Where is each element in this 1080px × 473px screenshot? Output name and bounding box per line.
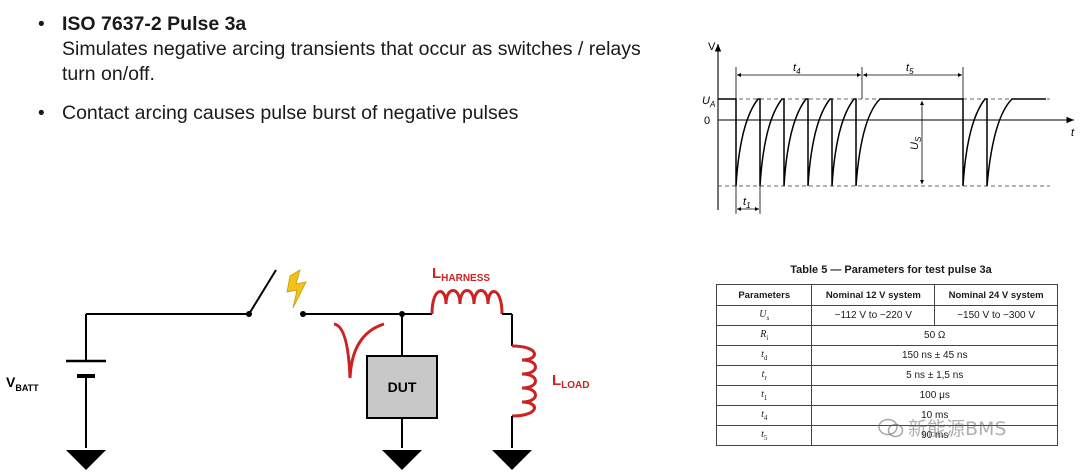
negative-pulse-icon [333,322,385,379]
t-axis-label: t [1071,127,1075,139]
harness-inductor [430,289,504,315]
ua-label: UA [702,95,715,109]
bullet-title: ISO 7637-2 Pulse 3a [62,13,247,35]
ground-icon [382,450,422,470]
dut-label: DUT [388,379,417,395]
t5-label: t5 [906,62,914,76]
table-header: Parameters [715,284,813,306]
t4-label: t4 [793,62,801,76]
table-header: Nominal 12 V system [811,284,936,306]
us-label: US [909,136,923,150]
ground-icon [66,450,106,470]
param-value: 50 Ω [811,325,1058,346]
bullet-text: Simulates negative arcing transients tha… [62,38,641,85]
bullet-list: • ISO 7637-2 Pulse 3a Simulates negative… [36,12,676,140]
bullet-item: • ISO 7637-2 Pulse 3a Simulates negative… [36,12,676,87]
table-row: Ri 50 Ω [715,325,1058,346]
dut-box [366,355,438,419]
param-value-12v: −112 V to −220 V [811,305,936,326]
spark-icon [286,269,307,309]
l-load-label: LLOAD [552,372,590,391]
param-name: tr [715,365,813,386]
param-name: td [715,345,813,366]
l-harness-label: LHARNESS [432,265,490,284]
param-value: 150 ns ± 45 ns [811,345,1058,366]
switch-blade [248,269,277,315]
parameters-table: Parameters Nominal 12 V system Nominal 2… [715,284,1058,446]
table-row: td 150 ns ± 45 ns [715,345,1058,366]
bullet-dot: • [38,103,45,124]
vbatt-label: VBATT [6,374,39,393]
param-value: 5 ns ± 1,5 ns [811,365,1058,386]
table-row: tr 5 ns ± 1,5 ns [715,365,1058,386]
watermark: 新能源BMS [878,414,1007,441]
table-header: Nominal 24 V system [934,284,1058,306]
test-circuit-diagram: VBATT DUT LHARNESS LLOAD [6,265,590,470]
t1-label: t1 [743,196,751,210]
param-name: t5 [715,425,813,446]
table-row: t4 10 ms [715,405,1058,426]
param-value-24v: −150 V to −300 V [934,305,1058,326]
bullet-text: Contact arcing causes pulse burst of neg… [62,102,519,124]
table-row: Us −112 V to −220 V −150 V to −300 V [715,305,1058,326]
bullet-dot: • [38,14,45,35]
v-axis-label: V [708,41,716,53]
param-name: Ri [715,325,813,346]
load-inductor [511,344,537,418]
param-name: t4 [715,405,813,426]
pulse-signal [718,98,1046,187]
table-row: t1 100 μs [715,385,1058,406]
param-value: 100 μs [811,385,1058,406]
zero-label: 0 [704,115,710,127]
table-header-row: Parameters Nominal 12 V system Nominal 2… [715,284,1058,306]
param-name: Us [715,305,813,326]
param-value: 90 ms [811,425,1058,446]
param-name: t1 [715,385,813,406]
bullet-item: • Contact arcing causes pulse burst of n… [36,101,676,126]
wechat-icon [878,418,904,437]
watermark-text: 新能源BMS [908,418,1007,440]
table-row: t5 90 ms [715,425,1058,446]
table-title: Table 5 — Parameters for test pulse 3a [790,264,992,276]
ground-icon [492,450,532,470]
pulse-waveform-diagram: V t UA 0 t4 t5 t1 US [702,41,1075,214]
